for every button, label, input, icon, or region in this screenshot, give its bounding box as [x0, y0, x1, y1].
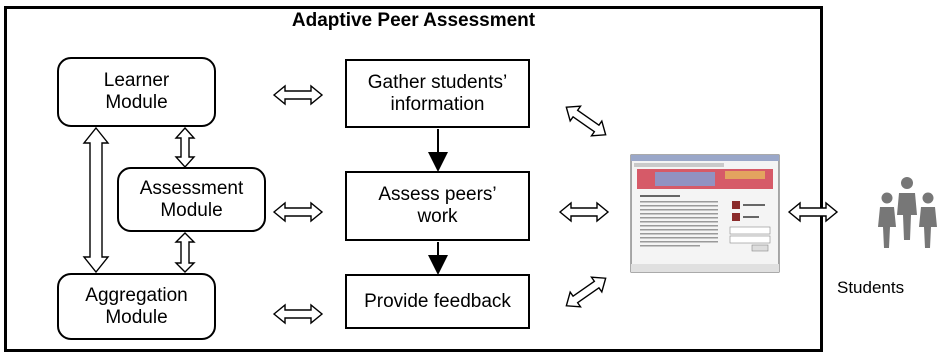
system-frame	[4, 6, 823, 352]
double-arrow-learner-aggregation	[82, 126, 110, 274]
learner-module-label: Learner Module	[103, 70, 170, 113]
diagram-title: Adaptive Peer Assessment	[291, 10, 536, 31]
gather-info-label: Gather students’ information	[367, 71, 508, 115]
double-arrow-learner-assessment	[174, 126, 196, 169]
learner-module-box: Learner Module	[57, 57, 216, 127]
double-arrow-screenshot-students	[787, 201, 839, 223]
students-label: Students	[837, 278, 905, 297]
students-icon	[878, 177, 937, 248]
double-arrow-assessment-assess	[272, 201, 324, 223]
double-arrow-assess-screenshot	[558, 201, 610, 223]
aggregation-module-label: Aggregation Module	[85, 284, 188, 328]
provide-feedback-label: Provide feedback	[364, 290, 511, 312]
web-page-screenshot	[630, 154, 780, 273]
aggregation-module-box: Aggregation Module	[57, 273, 216, 340]
double-arrow-feedback-screenshot	[565, 276, 607, 308]
double-arrow-assessment-aggregation	[174, 232, 196, 273]
assessment-module-label: Assessment Module	[139, 177, 244, 221]
double-arrow-aggregation-feedback	[272, 303, 324, 325]
gather-info-box: Gather students’ information	[345, 59, 530, 128]
assess-work-label: Assess peers’ work	[378, 184, 497, 227]
assess-work-box: Assess peers’ work	[345, 171, 530, 241]
double-arrow-gather-screenshot	[565, 105, 607, 137]
provide-feedback-box: Provide feedback	[345, 274, 530, 329]
double-arrow-learner-gather	[272, 84, 324, 106]
assessment-module-box: Assessment Module	[117, 167, 266, 232]
